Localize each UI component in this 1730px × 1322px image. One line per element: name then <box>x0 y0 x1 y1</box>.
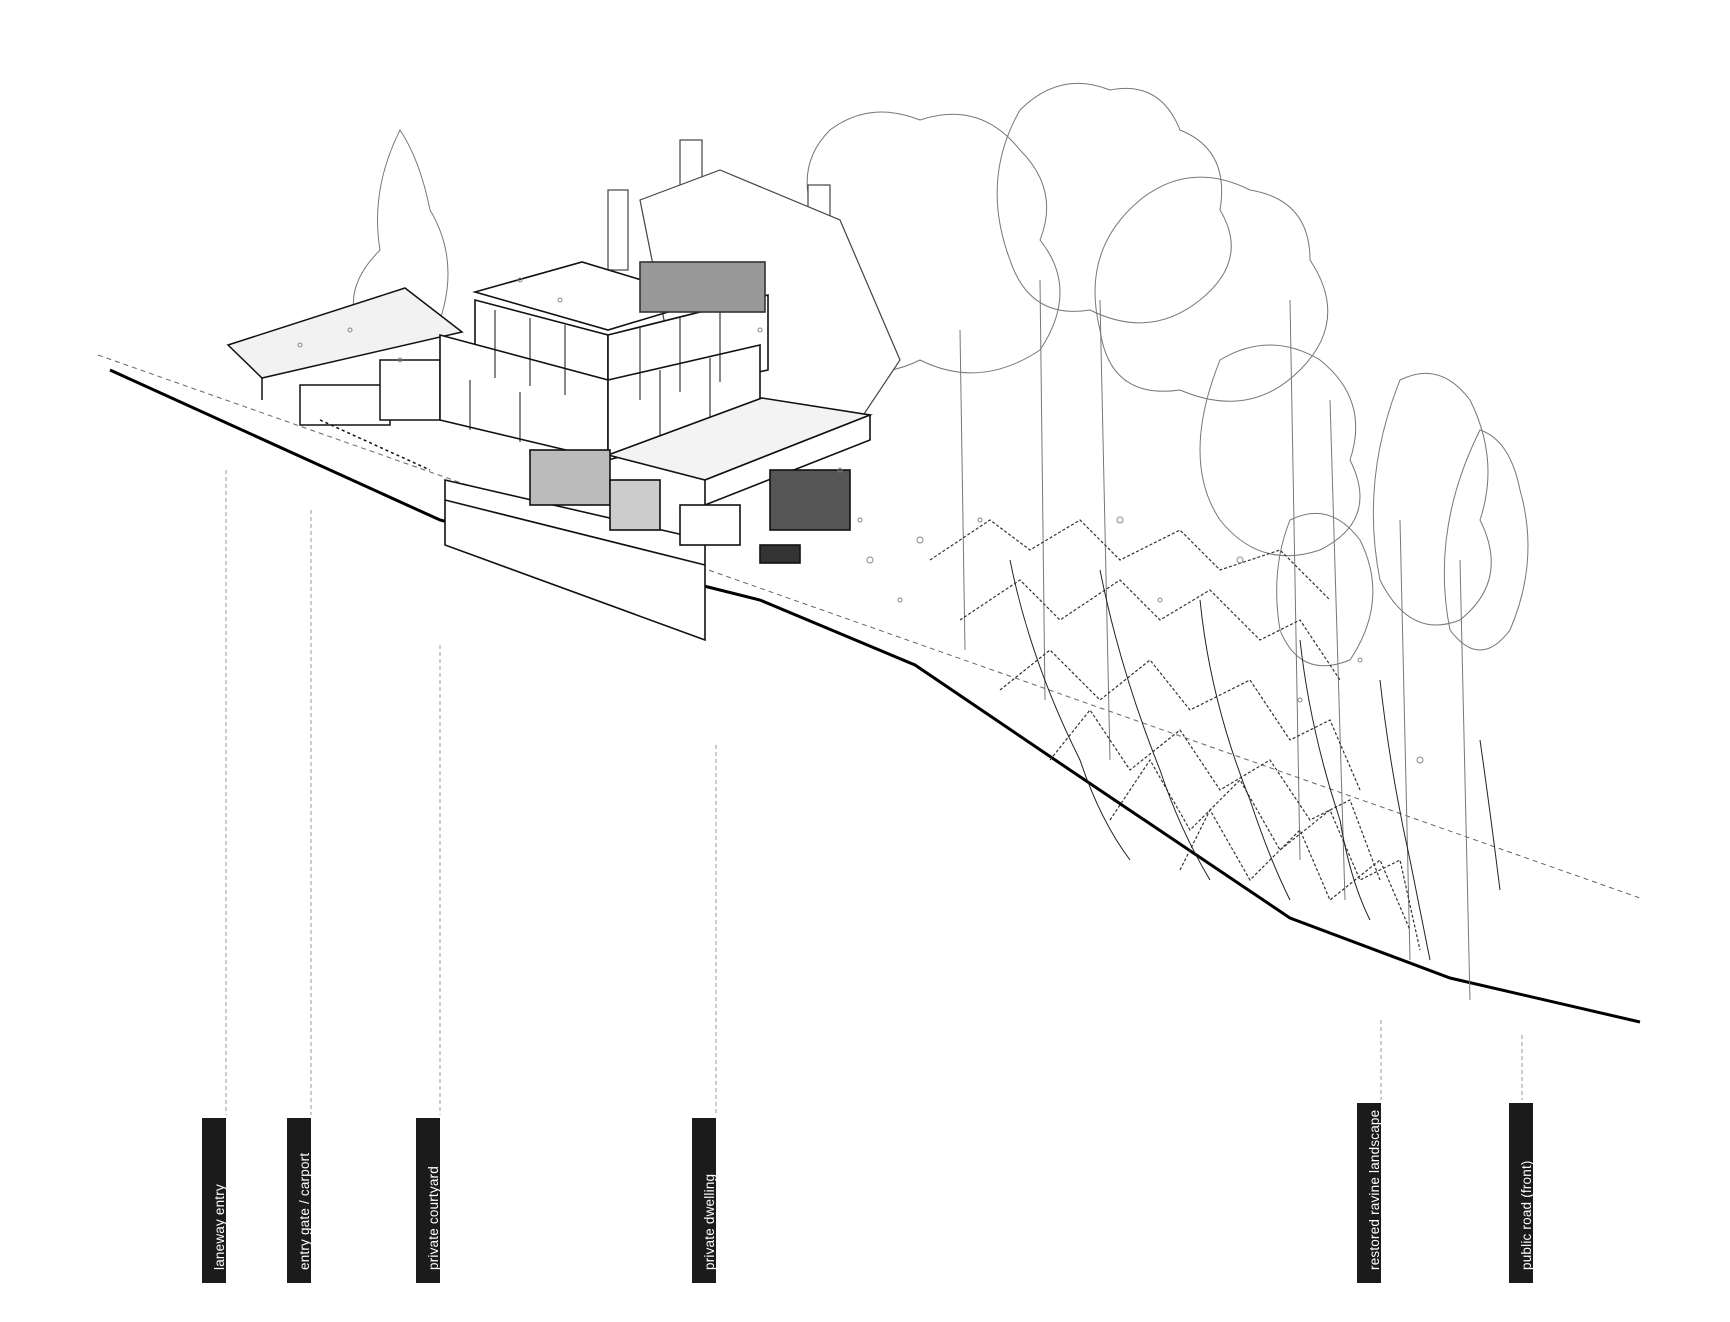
foliage-texture <box>297 277 1424 764</box>
label-text: public road (front) <box>1519 1160 1533 1270</box>
label-text: private courtyard <box>426 1166 440 1270</box>
label-text: private dwelling <box>702 1173 716 1270</box>
label-private-courtyard: private courtyard <box>416 1118 440 1283</box>
leader-lines <box>225 470 1523 1115</box>
label-text: laneway entry <box>212 1184 226 1270</box>
label-public-road: public road (front) <box>1509 1103 1533 1283</box>
contour-lines <box>929 519 1421 951</box>
label-restored-ravine: restored ravine landscape <box>1357 1103 1381 1283</box>
carport <box>226 287 464 471</box>
label-laneway-entry: laneway entry <box>202 1118 226 1283</box>
label-text: restored ravine landscape <box>1367 1109 1381 1270</box>
ground-line <box>109 368 1641 1024</box>
tree-trunks <box>959 279 1471 1001</box>
label-text: entry gate / carport <box>297 1152 311 1270</box>
contour-solid <box>1009 559 1501 961</box>
datum-line <box>97 354 1641 899</box>
label-entry-gate: entry gate / carport <box>287 1118 311 1283</box>
main-dwelling <box>439 261 874 642</box>
label-private-dwelling: private dwelling <box>692 1118 716 1283</box>
